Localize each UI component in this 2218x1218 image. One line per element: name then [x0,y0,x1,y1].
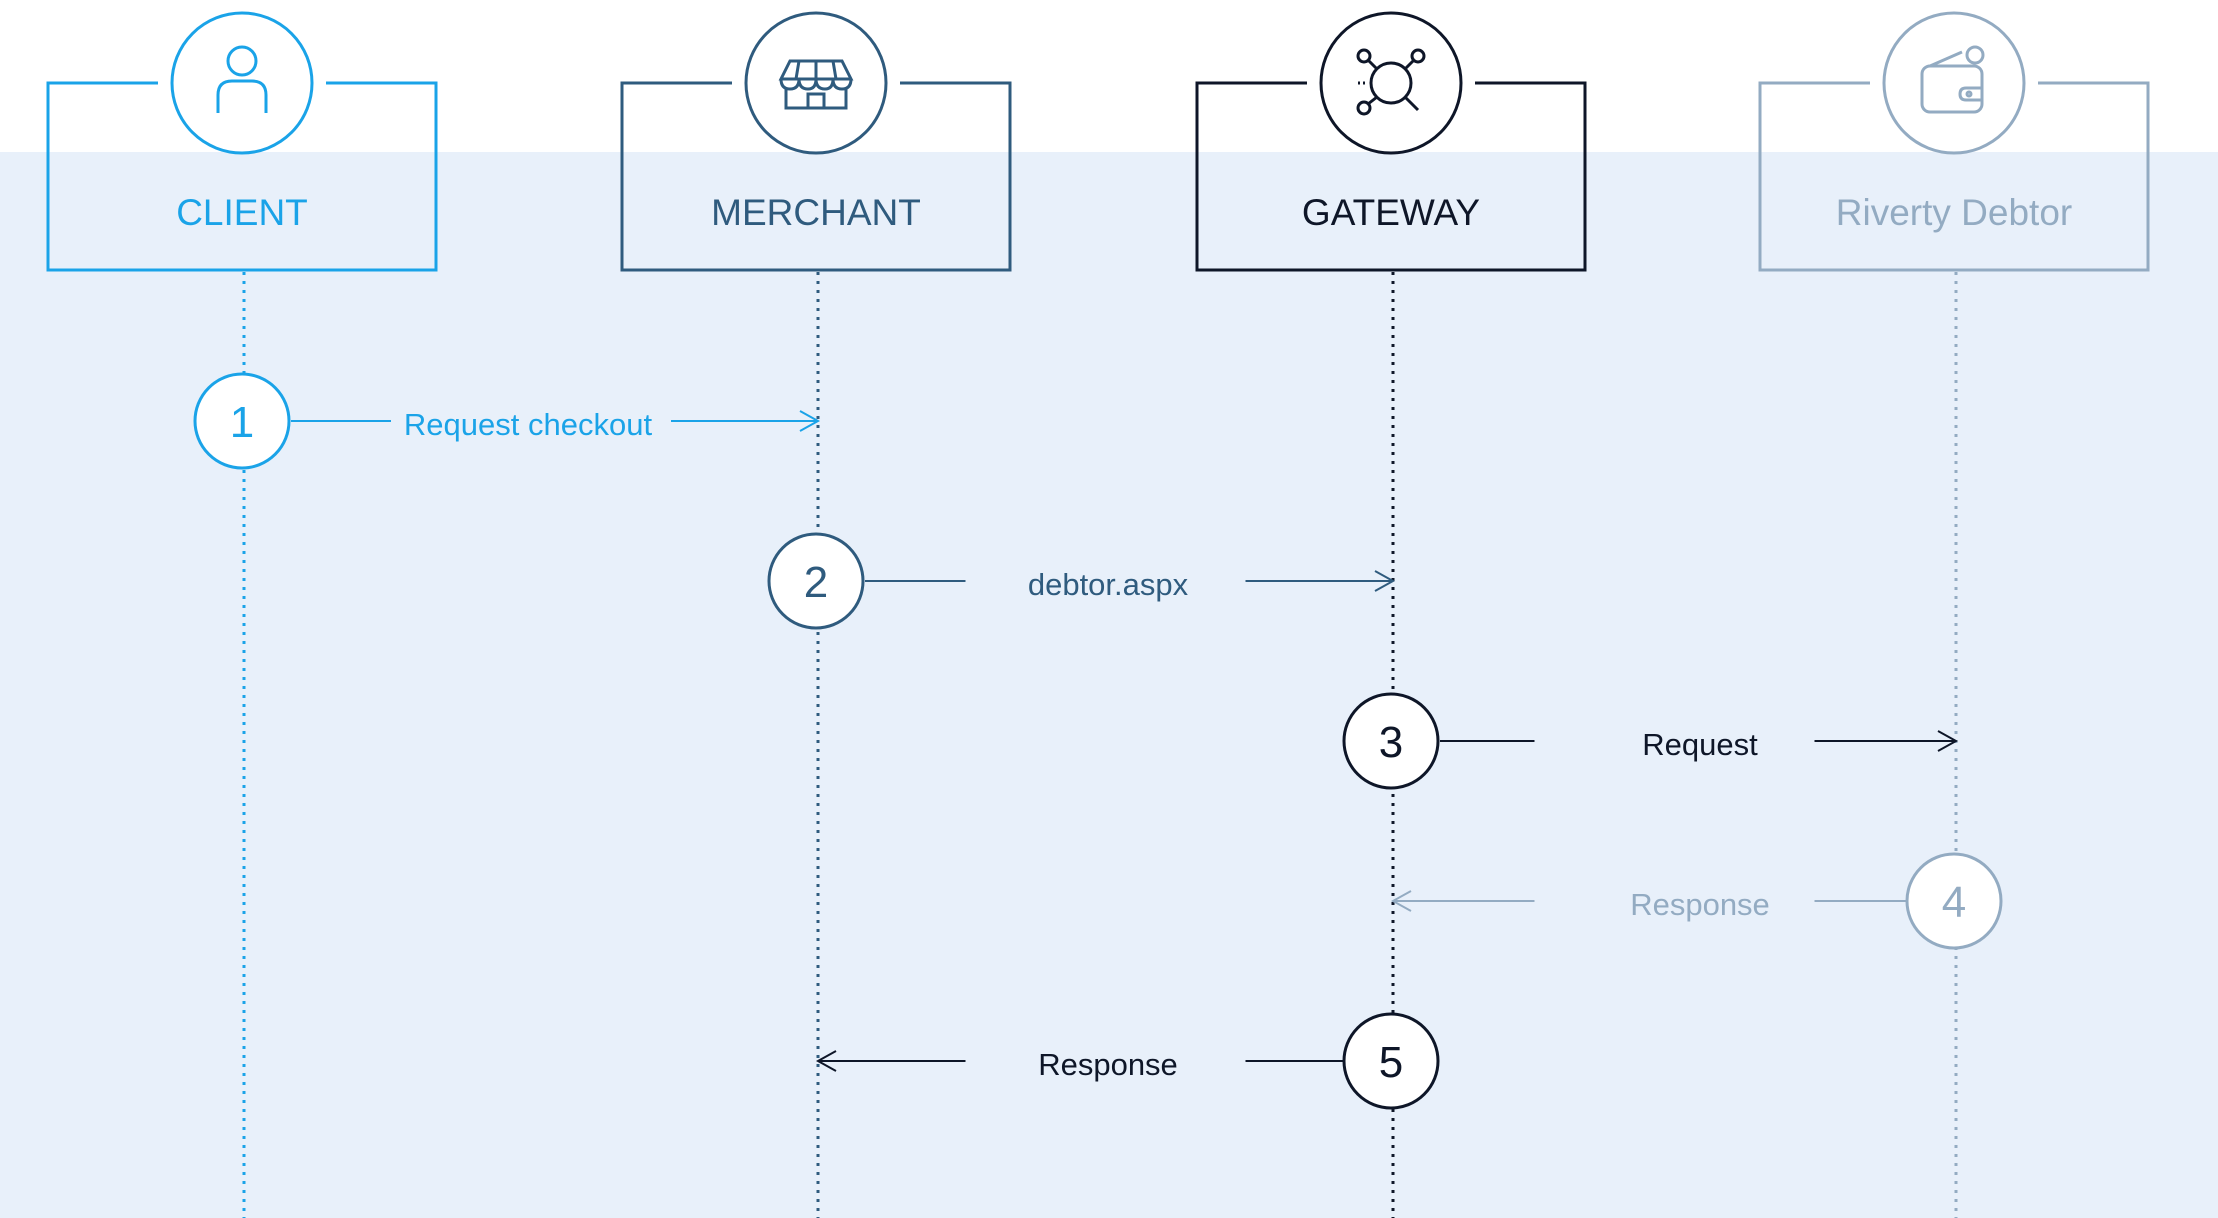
actor-client: CLIENT [46,11,438,272]
actor-label-merchant: MERCHANT [711,192,921,233]
person-icon [216,45,268,113]
actor-icon-circle-gateway [1319,11,1463,155]
step-1-number: 1 [230,398,254,447]
step-2-label: debtor.aspx [1028,567,1189,602]
actor-label-client: CLIENT [176,192,308,233]
step-5-marker: 5 [1342,1012,1440,1110]
actor-box-debtor [1758,81,2150,272]
network-hub-icon [1356,48,1426,116]
step-3-arrowhead [1937,730,1959,752]
actor-box-client [46,81,438,272]
actor-debtor: Riverty Debtor [1758,11,2150,272]
step-4-number: 4 [1942,878,1966,927]
step-2-marker: 2 [767,532,865,630]
actor-label-gateway: GATEWAY [1302,192,1480,233]
actor-icon-circle-debtor [1882,11,2026,155]
storefront-icon [778,59,854,110]
message-arrows [291,410,1959,1072]
step-1-marker: 1 [193,372,291,470]
actor-box-merchant [620,81,1012,272]
actor-gateway: GATEWAY [1195,11,1587,272]
wallet-icon [1920,45,1985,114]
step-3-number: 3 [1379,718,1403,767]
actor-box-gateway [1195,81,1587,272]
step-4-arrowhead [1390,890,1412,912]
step-1-arrowhead [799,410,821,432]
step-4-marker: 4 [1905,852,2003,950]
actor-icon-circle-client [170,11,314,155]
background-band [0,152,2218,1218]
step-4-label: Response [1630,887,1770,922]
step-5-arrowhead [815,1050,837,1072]
actor-merchant: MERCHANT [620,11,1012,272]
step-5-label: Response [1038,1047,1178,1082]
step-3-label: Request [1642,727,1758,762]
actor-label-debtor: Riverty Debtor [1836,192,2072,233]
step-3-marker: 3 [1342,692,1440,790]
step-2-arrowhead [1374,570,1396,592]
step-1-label: Request checkout [404,407,653,442]
step-5-number: 5 [1379,1038,1403,1087]
step-2-number: 2 [804,558,828,607]
